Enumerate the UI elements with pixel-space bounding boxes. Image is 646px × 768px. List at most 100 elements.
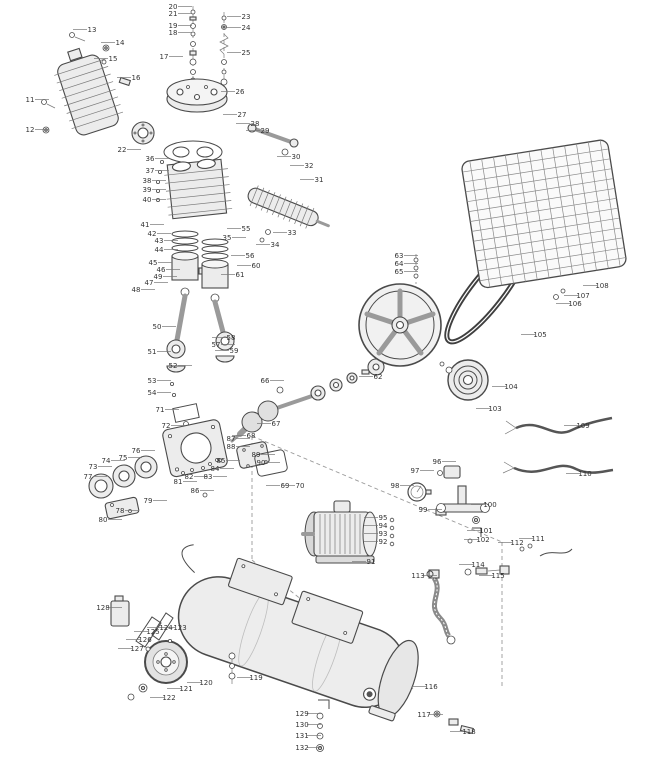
part-callout-22: 22 (118, 146, 127, 154)
part-callout-110: 110 (578, 470, 591, 478)
part-callout-89: 89 (252, 451, 261, 459)
part-callout-42: 42 (148, 230, 157, 238)
part-callout-71: 71 (156, 406, 165, 414)
part-callout-92: 92 (379, 538, 388, 546)
flywheel (358, 283, 442, 367)
part-callout-67: 67 (272, 420, 281, 428)
part-callout-115: 115 (491, 572, 504, 580)
part-callout-58: 58 (227, 334, 236, 342)
connecting-rods (166, 287, 235, 397)
part-callout-63: 63 (395, 252, 404, 260)
part-callout-90: 90 (257, 459, 266, 467)
part-callout-62: 62 (374, 373, 383, 381)
part-callout-128: 128 (96, 604, 109, 612)
part-callout-29: 29 (261, 127, 270, 135)
part-callout-68: 68 (247, 432, 256, 440)
part-callout-44: 44 (155, 246, 164, 254)
part-callout-107: 107 (576, 292, 589, 300)
crankshaft (230, 394, 314, 443)
part-callout-116: 116 (424, 683, 438, 691)
part-callout-96: 96 (433, 458, 442, 466)
part-callout-77: 77 (84, 473, 93, 481)
part-callout-60: 60 (252, 262, 261, 270)
part-callout-11: 11 (26, 96, 35, 104)
part-callout-27: 27 (238, 111, 247, 119)
electric-motor (301, 500, 395, 564)
part-callout-25: 25 (242, 49, 251, 57)
cylinder-block (164, 158, 233, 220)
part-callout-79: 79 (144, 497, 153, 505)
part-callout-49: 49 (154, 273, 163, 281)
bearing-covers (88, 455, 158, 520)
flywheel-hardware (413, 257, 419, 279)
part-callout-131: 131 (295, 732, 308, 740)
pilot-tube (519, 543, 573, 557)
valve-hardware-stack (189, 9, 229, 86)
part-callout-104: 104 (504, 383, 518, 391)
part-callout-81: 81 (174, 478, 183, 486)
part-callout-123: 123 (173, 624, 186, 632)
part-callout-41: 41 (141, 221, 150, 229)
part-callout-39: 39 (143, 186, 152, 194)
tank-bolt-stack (228, 652, 236, 684)
part-callout-101: 101 (479, 527, 492, 535)
outlet-tube (247, 123, 299, 156)
part-callout-122: 122 (162, 694, 175, 702)
finned-head (54, 47, 124, 136)
part-callout-113: 113 (411, 572, 424, 580)
part-callout-118: 118 (462, 728, 475, 736)
part-callout-103: 103 (488, 405, 501, 413)
part-callout-56: 56 (246, 252, 255, 260)
air-tank (177, 544, 419, 722)
part-callout-14: 14 (116, 39, 125, 47)
part-callout-36: 36 (146, 155, 155, 163)
part-callout-112: 112 (510, 539, 523, 547)
part-callout-94: 94 (379, 522, 388, 530)
part-callout-26: 26 (236, 88, 245, 96)
part-callout-80: 80 (99, 516, 108, 524)
part-callout-105: 105 (533, 331, 546, 339)
side-cover-plate (236, 441, 288, 477)
part-callout-102: 102 (476, 536, 489, 544)
part-callout-61: 61 (236, 271, 245, 279)
part-callout-82: 82 (185, 473, 194, 481)
part-callout-38: 38 (143, 177, 152, 185)
part-callout-85: 85 (217, 457, 226, 465)
part-callout-12: 12 (26, 126, 35, 134)
part-callout-121: 121 (179, 685, 192, 693)
part-callout-47: 47 (145, 279, 154, 287)
power-cables (502, 416, 614, 474)
part-callout-87: 87 (227, 435, 236, 443)
check-valve-assembly (435, 465, 490, 544)
part-callout-129: 129 (295, 710, 308, 718)
part-callout-130: 130 (295, 721, 308, 729)
crankcase (162, 419, 228, 478)
part-callout-99: 99 (419, 506, 428, 514)
part-callout-86: 86 (191, 487, 200, 495)
part-callout-54: 54 (148, 389, 157, 397)
part-callout-78: 78 (116, 507, 125, 515)
part-callout-100: 100 (483, 501, 496, 509)
part-callout-127: 127 (130, 645, 143, 653)
alignment-dashed-lines (192, 6, 503, 690)
breather-flange (131, 121, 155, 145)
part-callout-34: 34 (271, 241, 280, 249)
part-callout-13: 13 (88, 26, 97, 34)
belt-guard-mesh (461, 139, 627, 289)
part-callout-66: 66 (261, 377, 270, 385)
part-callout-88: 88 (227, 443, 236, 451)
part-callout-126: 126 (138, 636, 152, 644)
piston-assemblies (171, 230, 229, 289)
part-callout-84: 84 (211, 465, 220, 473)
part-callout-114: 114 (471, 561, 485, 569)
cylinder-bolts (155, 159, 164, 202)
part-callout-75: 75 (119, 454, 128, 462)
aftercooler-tube (247, 185, 330, 229)
part-callout-18: 18 (169, 29, 178, 37)
part-callout-46: 46 (157, 266, 166, 274)
part-callout-119: 119 (249, 674, 262, 682)
part-callout-76: 76 (132, 447, 141, 455)
part-callout-33: 33 (288, 229, 297, 237)
